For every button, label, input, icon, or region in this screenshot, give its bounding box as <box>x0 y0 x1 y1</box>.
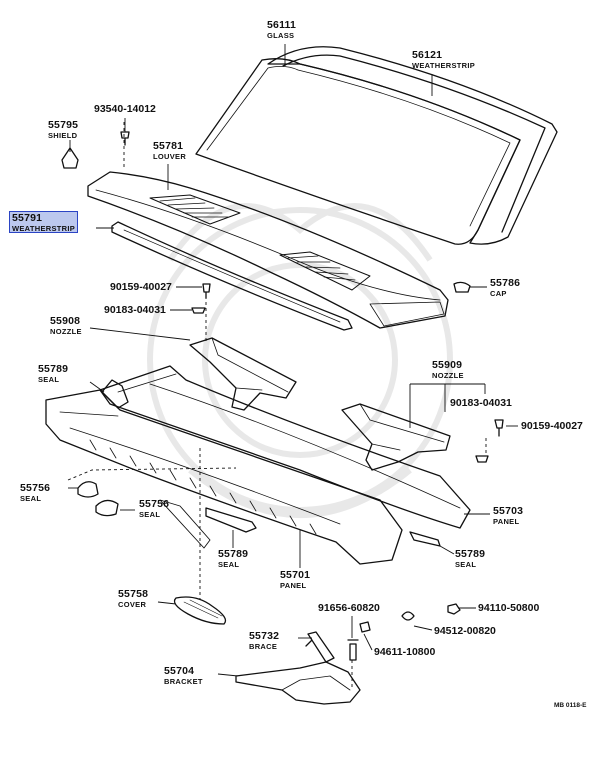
part-name: GLASS <box>267 30 295 40</box>
part-number: 55758 <box>118 588 149 600</box>
label-louver: 55781 LOUVER <box>153 141 186 160</box>
part-name: BRACE <box>249 641 278 651</box>
clip-shape-left-lower <box>191 307 206 314</box>
part-number: 55756 <box>20 482 51 494</box>
part-name: SEAL <box>20 493 42 503</box>
part-number: 55791 <box>12 212 43 224</box>
part-name: PANEL <box>493 516 520 526</box>
screw-shape <box>120 131 130 146</box>
label-seal-55789-upper: 55789 SEAL <box>38 364 68 383</box>
part-number: 55732 <box>249 630 280 642</box>
part-number: 55786 <box>490 277 521 289</box>
seal-round-b-shape <box>95 499 119 517</box>
label-washer-94512: 94512-00820 <box>434 625 496 637</box>
label-clip-90183-right: 90183-04031 <box>450 397 512 409</box>
label-clip-90159-left: 90159-40027 <box>110 281 172 293</box>
part-name: NOZZLE <box>432 370 464 380</box>
part-number: 55703 <box>493 505 524 517</box>
label-weatherstrip-glass: 56121 WEATHERSTRIP <box>412 50 475 69</box>
cowl-panel-lower-shape <box>45 389 403 565</box>
label-weatherstrip-cowl[interactable]: 55791 WEATHERSTRIP <box>8 211 79 233</box>
cap-shape <box>453 281 471 293</box>
louver-shape <box>87 171 449 329</box>
washer-shape <box>401 611 415 621</box>
part-number: 55789 <box>218 548 249 560</box>
label-nut-94611: 94611-10800 <box>374 646 436 658</box>
bracket-shape <box>235 661 361 705</box>
part-number: 55795 <box>48 119 79 131</box>
part-name: SEAL <box>218 559 240 569</box>
part-number: 55909 <box>432 359 463 371</box>
label-seal-55789-right: 55789 SEAL <box>455 549 485 568</box>
part-name: SHIELD <box>48 130 78 140</box>
label-seal-55756-a: 55756 SEAL <box>20 483 50 502</box>
windshield-glass-shape <box>195 58 521 245</box>
label-cap: 55786 CAP <box>490 278 520 297</box>
part-number: 55756 <box>139 498 170 510</box>
right-nozzle-shape <box>341 403 451 471</box>
label-nozzle-left: 55908 NOZZLE <box>50 316 82 335</box>
seal-round-a-shape <box>77 481 99 498</box>
part-name: CAP <box>490 288 507 298</box>
label-cover: 55758 COVER <box>118 589 148 608</box>
part-name: SEAL <box>38 374 60 384</box>
left-nozzle-shape <box>189 337 297 411</box>
diagram-code: MB 0118-E <box>554 702 587 709</box>
nut-shape-small <box>359 621 371 633</box>
label-seal-55756-b: 55756 SEAL <box>139 499 169 518</box>
part-number: 55908 <box>50 315 81 327</box>
watermark-emblem <box>147 203 453 518</box>
part-number: 55701 <box>280 569 311 581</box>
label-clip-90183-left: 90183-04031 <box>104 304 166 316</box>
part-name: SEAL <box>455 559 477 569</box>
part-name: PANEL <box>280 580 307 590</box>
label-panel-55701: 55701 PANEL <box>280 570 310 589</box>
label-brace: 55732 BRACE <box>249 631 279 650</box>
label-shield: 55795 SHIELD <box>48 120 78 139</box>
part-number: 55781 <box>153 140 184 152</box>
cowl-weatherstrip-shape <box>111 221 353 331</box>
seal-strip-mid-shape <box>205 507 257 533</box>
label-seal-55789-mid: 55789 SEAL <box>218 549 248 568</box>
part-number: 56111 <box>267 19 297 31</box>
part-name: SEAL <box>139 509 161 519</box>
label-bracket: 55704 BRACKET <box>164 666 203 685</box>
clip-shape-left-upper <box>202 283 211 299</box>
label-bolt-91656: 91656-60820 <box>318 602 380 614</box>
label-nut-94110: 94110-50800 <box>478 602 540 614</box>
brace-shape <box>305 631 335 663</box>
clip-shape-right-lower <box>475 455 489 463</box>
label-nozzle-right: 55909 NOZZLE <box>432 360 464 379</box>
part-name: WEATHERSTRIP <box>12 223 76 233</box>
part-name: WEATHERSTRIP <box>412 60 476 70</box>
part-number: 55789 <box>38 363 69 375</box>
cover-shape <box>173 596 227 625</box>
part-name: LOUVER <box>153 151 187 161</box>
label-panel-55703: 55703 PANEL <box>493 506 523 525</box>
seal-strip-right-shape <box>409 531 441 547</box>
part-name: BRACKET <box>164 676 203 686</box>
shield-shape <box>61 147 79 169</box>
label-clip-90159-right: 90159-40027 <box>521 420 583 432</box>
seal-strip-upper-shape <box>101 379 129 409</box>
clip-shape-right-upper <box>494 419 504 437</box>
part-number: 55704 <box>164 665 195 677</box>
part-number: 55789 <box>455 548 486 560</box>
label-screw-93540: 93540-14012 <box>94 103 156 115</box>
part-name: COVER <box>118 599 147 609</box>
part-name: NOZZLE <box>50 326 82 336</box>
part-number: 56121 <box>412 49 443 61</box>
label-glass: 56111 GLASS <box>267 20 296 39</box>
nut-shape <box>447 603 461 615</box>
bolt-shape <box>347 639 359 661</box>
